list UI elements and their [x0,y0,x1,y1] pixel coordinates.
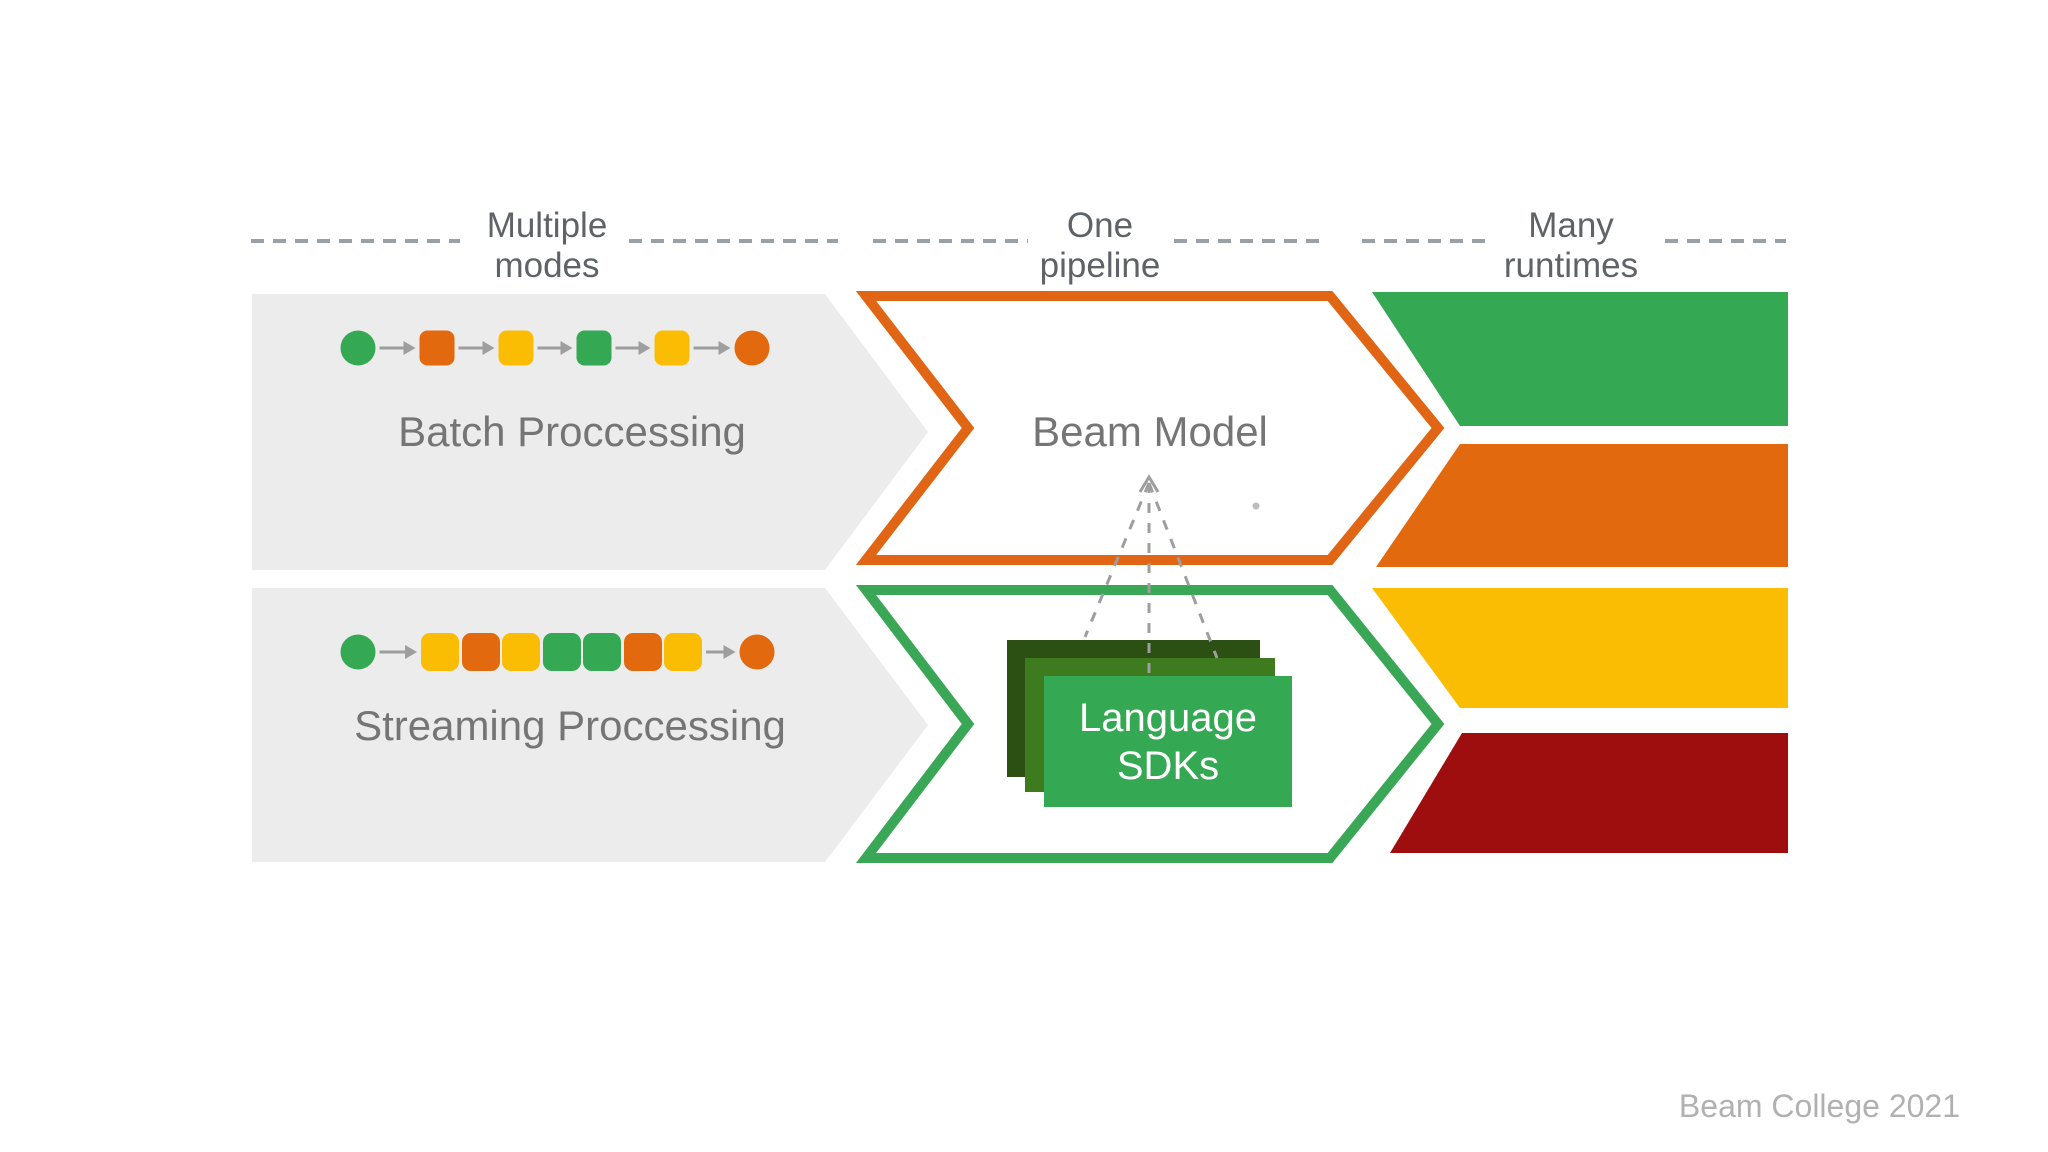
sdk-label-line2: SDKs [1116,743,1220,788]
runtime-bar-green [1372,292,1788,426]
footer-credit: Beam College 2021 [1678,1088,1960,1124]
runtime-bar-orange [1376,444,1788,567]
dashed-separator [1362,239,1489,243]
column-header-many-runtimes: Many runtimes [1411,206,1731,286]
arrowhead-up-icon [1138,474,1160,493]
runtime-bar-yellow [1372,588,1788,708]
header-line: One [1066,206,1134,245]
header-line: Multiple [486,206,608,245]
header-line: runtimes [1503,246,1639,285]
dashed-separator [251,239,460,243]
streaming-mode-label: Streaming Proccessing [354,702,786,749]
dashed-separator [873,239,1028,243]
beam-model-label: Beam Model [1032,408,1268,455]
runtime-bar-dark-red [1390,733,1788,853]
dashed-separator [1665,239,1786,243]
header-line: modes [494,246,600,285]
header-line: pipeline [1039,246,1161,285]
batch-mode-label: Batch Proccessing [398,408,746,455]
sdk-card-front: Language SDKs [1044,676,1292,807]
header-line: Many [1528,206,1614,245]
dashed-separator [1174,239,1322,243]
column-header-multiple-modes: Multiple modes [387,206,707,286]
dashed-separator [629,239,838,243]
column-header-one-pipeline: One pipeline [940,206,1260,286]
stray-dot [1252,502,1260,510]
sdk-label-line1: Language [1079,695,1257,740]
